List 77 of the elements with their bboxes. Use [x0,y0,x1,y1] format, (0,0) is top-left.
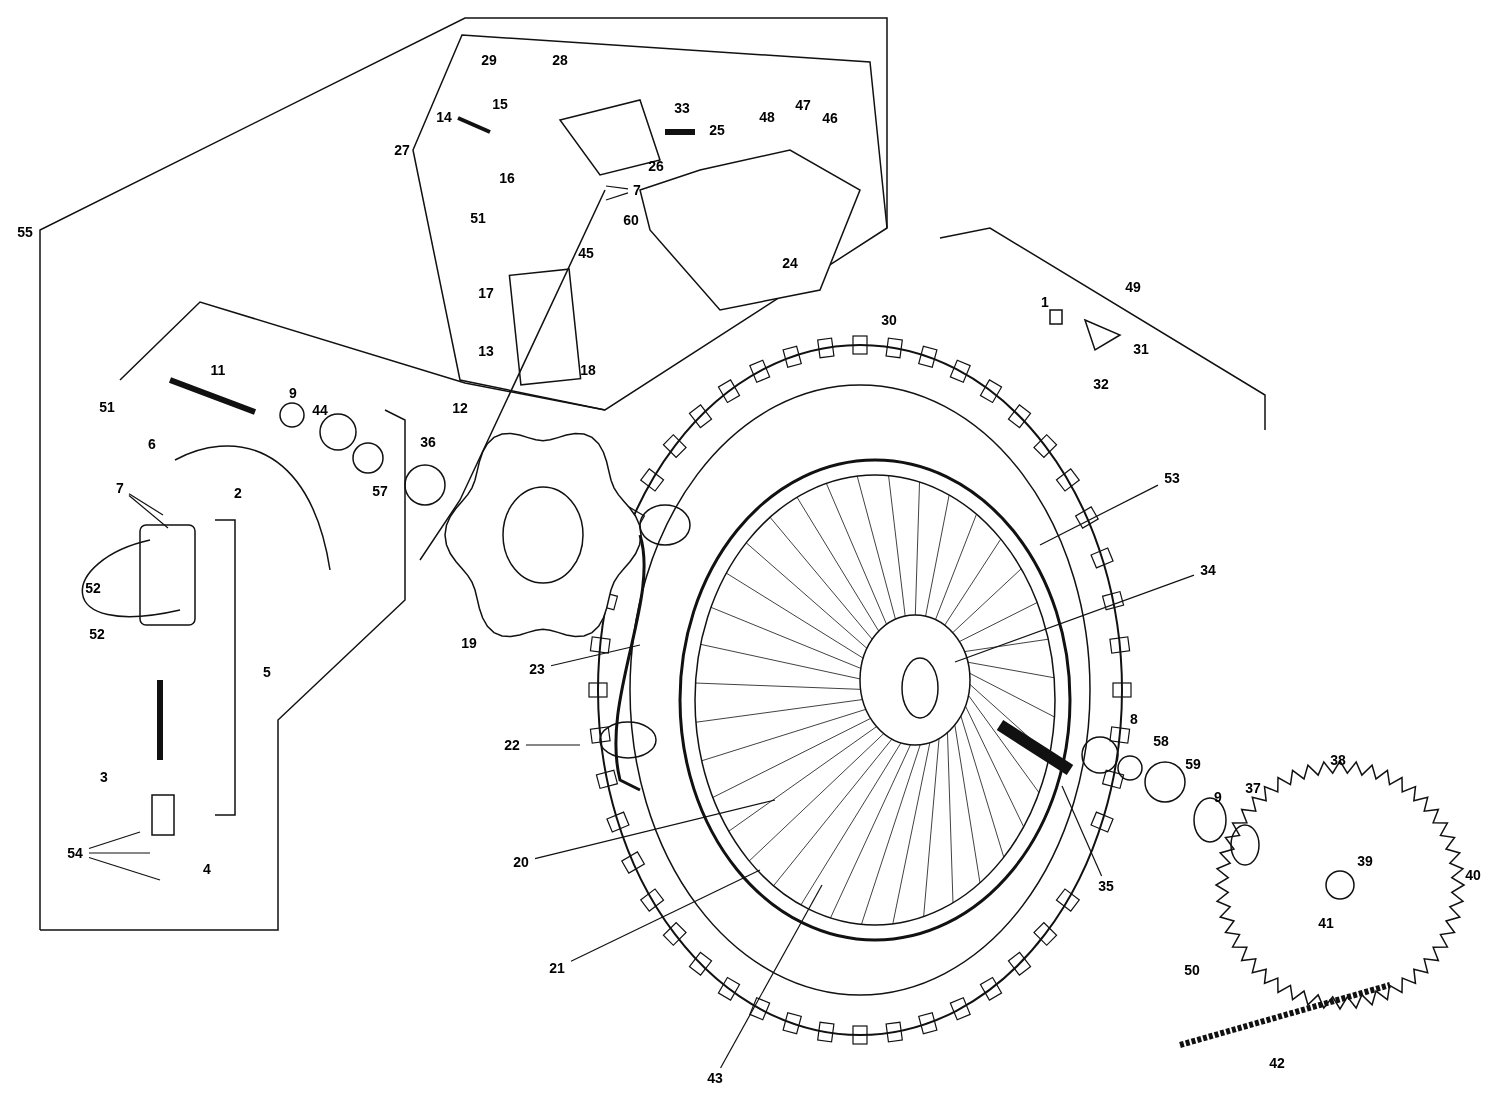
callout-number: 36 [420,435,436,449]
callout-number: 35 [1098,878,1114,894]
callout-number: 27 [394,143,410,157]
callout-number: 51 [99,400,115,414]
callout-number: 25 [709,123,725,137]
callout-number: 24 [782,256,798,270]
callout-number: 59 [1185,757,1201,771]
leader-line [719,884,823,1069]
callout-number: 51 [470,211,486,225]
callout-number: 43 [707,1070,723,1086]
callout-number: 49 [1125,280,1141,294]
callout-number: 52 [85,581,101,595]
callout-number: 19 [461,636,477,650]
callout-number: 15 [492,97,508,111]
callout-number: 34 [1200,562,1216,578]
callout-number: 18 [580,363,596,377]
callout-number: 4 [203,862,211,876]
callout-number: 39 [1357,854,1373,868]
callout-number: 11 [210,363,226,377]
callout-number: 60 [623,213,639,227]
callout-number: 20 [513,854,529,870]
callout-number: 30 [881,313,897,327]
callout-number: 31 [1133,342,1149,356]
callout-number: 17 [478,286,494,300]
leader-line [534,799,776,860]
callout-number: 41 [1318,916,1334,930]
callout-number: 26 [648,159,664,173]
callout-number: 45 [578,246,594,260]
callout-number: 57 [372,484,388,498]
leader-line [605,185,629,190]
callout-number: 40 [1465,868,1481,882]
callout-number: 38 [1330,753,1346,767]
callout-number: 5 [263,665,271,679]
leader-line [1039,484,1159,546]
callout-number: 21 [549,960,565,976]
leader-line [605,192,629,201]
callout-number: 50 [1184,963,1200,977]
callout-number: 14 [436,110,452,124]
leader-line [128,494,169,529]
leader-line [88,831,141,850]
callout-number: 37 [1245,781,1261,795]
callout-number: 7 [633,182,641,198]
callout-number: 55 [17,225,33,239]
callout-number: 32 [1093,377,1109,391]
callout-number: 47 [795,98,811,112]
callout-number: 52 [89,627,105,641]
callout-number: 7 [116,480,124,496]
callout-number: 2 [234,486,242,500]
callout-number: 23 [529,661,545,677]
leader-line [128,493,164,516]
callout-number: 29 [481,53,497,67]
leader-line [525,744,581,746]
callout-number: 54 [67,845,83,861]
callout-number: 42 [1269,1056,1285,1070]
callout-number: 53 [1164,470,1180,486]
leader-line [570,869,761,962]
callout-number: 46 [822,111,838,125]
leader-line [954,574,1195,663]
callout-number: 33 [674,101,690,115]
callout-number: 6 [148,437,156,451]
leader-line [1061,785,1103,877]
callout-number: 9 [1214,790,1222,804]
callout-number: 12 [452,401,468,415]
callout-number: 1 [1041,295,1049,309]
leader-line [88,852,151,854]
callout-number: 28 [552,53,568,67]
callout-number: 16 [499,171,515,185]
leader-line [550,644,641,667]
leader-line [88,856,161,881]
callout-number: 22 [504,737,520,753]
callout-number: 48 [759,110,775,124]
callout-number: 3 [100,770,108,784]
callout-number: 13 [478,344,494,358]
callout-number: 9 [289,386,297,400]
callout-number: 58 [1153,734,1169,748]
callout-number: 8 [1130,712,1138,726]
callout-number: 44 [312,403,328,417]
